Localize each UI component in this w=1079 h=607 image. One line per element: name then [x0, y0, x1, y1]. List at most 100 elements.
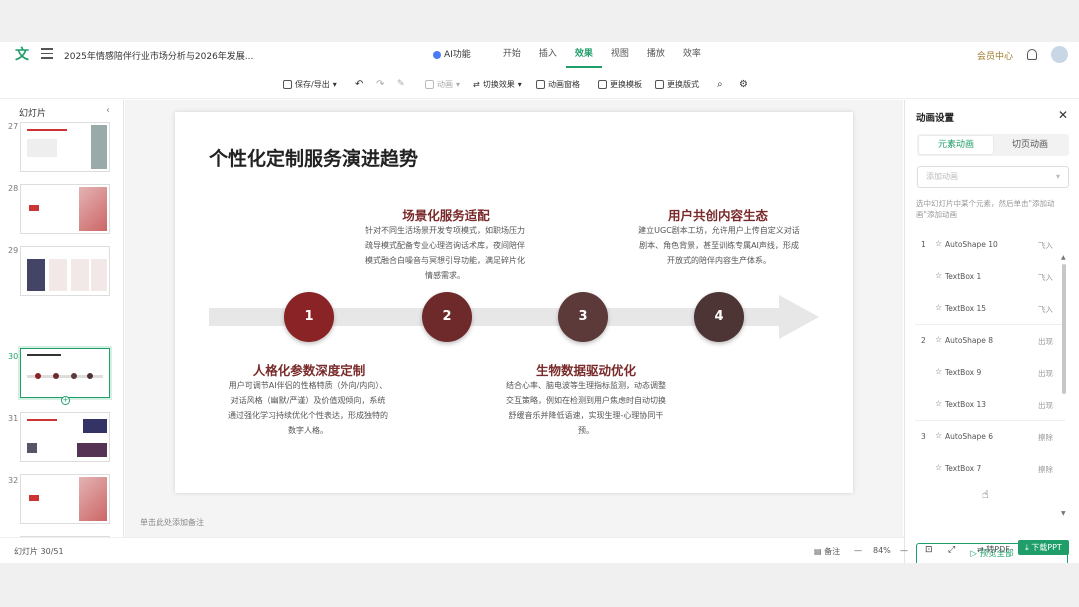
- menu-play[interactable]: 播放: [646, 49, 665, 59]
- star-icon: ☆: [935, 271, 943, 280]
- fullscreen-icon[interactable]: ⤢: [948, 545, 956, 555]
- step-heading-3[interactable]: 生物数据驱动优化: [535, 363, 636, 378]
- slide-thumbnail-28[interactable]: [20, 184, 110, 234]
- star-icon: ☆: [935, 463, 943, 472]
- animation-row[interactable]: ☆ TextBox 13 出现: [935, 399, 1053, 410]
- close-icon[interactable]: ✕: [1058, 108, 1069, 122]
- ai-icon: [433, 51, 441, 59]
- slide-number: 32: [8, 476, 19, 485]
- step-body-4[interactable]: 建立UGC剧本工坊，允许用户上传自定义对话剧本、角色背景，甚至训练专属AI声线，…: [638, 226, 800, 265]
- settings-icon[interactable]: ⚙: [739, 79, 748, 90]
- slide-number: 27: [8, 122, 19, 131]
- replace-template-button[interactable]: 更换模板: [598, 79, 642, 90]
- download-ppt-button[interactable]: ⤓ 下载PPT: [1018, 540, 1069, 555]
- animation-row[interactable]: ☆ TextBox 1 飞入: [935, 271, 1053, 282]
- layout-icon: [655, 80, 664, 89]
- slide-canvas: 个性化定制服务演进趋势 1 2 3 4 人格化参数深度定制 用户可调节AI伴侣的…: [125, 100, 903, 537]
- redo-button[interactable]: ↷: [376, 79, 385, 90]
- step-body-3[interactable]: 结合心率、脑电波等生理指标监测，动态调整交互策略，例如在检测到用户焦虑时自动切换…: [506, 381, 666, 435]
- timeline-arrow[interactable]: [209, 308, 779, 326]
- menu-effects[interactable]: 效果: [565, 42, 602, 68]
- timeline-arrowhead: [779, 295, 819, 339]
- search-icon[interactable]: ⌕: [717, 79, 723, 90]
- ai-function-button[interactable]: AI功能: [424, 42, 480, 68]
- slide-number: 31: [8, 414, 19, 423]
- step-heading-1[interactable]: 人格化参数深度定制: [252, 363, 366, 378]
- tab-element-animation[interactable]: 元素动画: [919, 136, 993, 154]
- slide-number: 29: [8, 246, 19, 255]
- step-circle-2[interactable]: 2: [422, 292, 472, 342]
- step-body-2[interactable]: 针对不同生活场景开发专项模式，如职场压力疏导模式配备专业心理咨询话术库，夜间陪伴…: [365, 226, 525, 280]
- switch-icon: ⇄: [473, 80, 480, 89]
- zoom-in-button[interactable]: —: [900, 546, 908, 555]
- animation-row[interactable]: ☆ TextBox 15 飞入: [935, 303, 1053, 314]
- chevron-down-icon: ▾: [1055, 172, 1060, 181]
- animation-row[interactable]: ☆ TextBox 7 擦除: [935, 463, 1053, 474]
- to-pdf-button[interactable]: ⇄ 转PDF: [977, 545, 1010, 554]
- tab-page-animation[interactable]: 切页动画: [1011, 140, 1048, 150]
- slide-title[interactable]: 个性化定制服务演进趋势: [209, 148, 419, 170]
- document-title[interactable]: 2025年情感陪伴行业市场分析与2026年发展...: [64, 52, 254, 62]
- animation-pane-button[interactable]: 动画窗格: [536, 79, 580, 90]
- animation-tabs: 元素动画 切页动画: [917, 134, 1069, 156]
- save-icon: [283, 80, 292, 89]
- fit-window-icon[interactable]: ⊡: [925, 545, 933, 555]
- step-heading-4[interactable]: 用户共创内容生态: [667, 208, 768, 223]
- animation-button[interactable]: 动画▾: [425, 79, 460, 90]
- star-icon: ☆: [935, 431, 943, 440]
- notes-icon: ▤: [814, 547, 825, 556]
- slide-thumbnail-32[interactable]: [20, 474, 110, 524]
- star-icon: ☆: [935, 335, 943, 344]
- star-icon: ☆: [935, 367, 943, 376]
- notes-placeholder[interactable]: 单击此处添加备注: [140, 518, 204, 527]
- menu-icon[interactable]: [41, 48, 53, 60]
- slide-thumbnail-31[interactable]: [20, 412, 110, 462]
- menu-efficiency[interactable]: 效率: [682, 49, 701, 59]
- mouse-cursor-icon: ☝: [982, 488, 989, 501]
- replace-layout-button[interactable]: 更换版式: [655, 79, 699, 90]
- step-body-1[interactable]: 用户可调节AI伴侣的性格特质（外向/内向）、对话风格（幽默/严谨）及价值观倾向，…: [228, 381, 388, 435]
- star-icon: ☆: [935, 239, 943, 248]
- animation-list: 1 ☆ AutoShape 10 飞入 ☆ TextBox 1 飞入 ☆ Tex…: [905, 228, 1070, 500]
- scroll-down-icon[interactable]: ▼: [1061, 510, 1066, 517]
- notes-button[interactable]: ▤ 备注: [814, 547, 841, 556]
- current-slide[interactable]: 个性化定制服务演进趋势 1 2 3 4 人格化参数深度定制 用户可调节AI伴侣的…: [175, 112, 853, 493]
- app-logo: 文: [15, 47, 29, 63]
- slide-thumbnail-panel: 幻灯片 ‹ 27 28 29 30 + 31: [0, 100, 124, 563]
- play-icon: ▷: [970, 549, 980, 559]
- divider: [915, 324, 1065, 325]
- convert-icon: ⇄: [977, 545, 987, 554]
- switch-effect-button[interactable]: ⇄切换效果▾: [473, 80, 522, 89]
- step-circle-4[interactable]: 4: [694, 292, 744, 342]
- animation-row[interactable]: 3 ☆ AutoShape 6 擦除: [921, 431, 1053, 442]
- panel-title: 动画设置: [916, 113, 955, 124]
- animation-row[interactable]: ☆ TextBox 9 出现: [935, 367, 1053, 378]
- slide-number: 30: [8, 352, 19, 361]
- animation-row[interactable]: 2 ☆ AutoShape 8 出现: [921, 335, 1053, 346]
- slide-number: 28: [8, 184, 19, 193]
- vip-center-link[interactable]: 会员中心: [977, 52, 1014, 62]
- add-slide-icon[interactable]: +: [61, 396, 70, 405]
- menu-start[interactable]: 开始: [502, 49, 521, 59]
- scroll-up-icon[interactable]: ▲: [1061, 254, 1066, 261]
- collapse-icon[interactable]: ‹: [106, 105, 110, 116]
- status-bar: 幻灯片 30/51 ▤ 备注 — 84% —: [0, 537, 908, 563]
- step-circle-3[interactable]: 3: [558, 292, 608, 342]
- zoom-out-button[interactable]: —: [854, 546, 862, 555]
- slide-thumbnail-27[interactable]: [20, 122, 110, 172]
- menu-view[interactable]: 视图: [610, 49, 629, 59]
- slide-thumbnail-29[interactable]: [20, 246, 110, 296]
- notification-icon[interactable]: [1027, 49, 1037, 60]
- undo-button[interactable]: ↶: [355, 79, 364, 90]
- format-painter-icon[interactable]: ✎: [397, 79, 405, 89]
- animation-row[interactable]: 1 ☆ AutoShape 10 飞入: [921, 239, 1053, 250]
- avatar[interactable]: [1051, 46, 1068, 63]
- save-export-button[interactable]: 保存/导出▾: [283, 79, 337, 90]
- slide-thumbnail-30[interactable]: [18, 346, 112, 400]
- step-circle-1[interactable]: 1: [284, 292, 334, 342]
- scrollbar[interactable]: [1062, 264, 1066, 394]
- zoom-level[interactable]: 84%: [873, 546, 891, 555]
- step-heading-2[interactable]: 场景化服务适配: [402, 208, 490, 223]
- add-animation-dropdown[interactable]: 添加动画▾: [917, 166, 1069, 188]
- menu-insert[interactable]: 插入: [538, 49, 557, 59]
